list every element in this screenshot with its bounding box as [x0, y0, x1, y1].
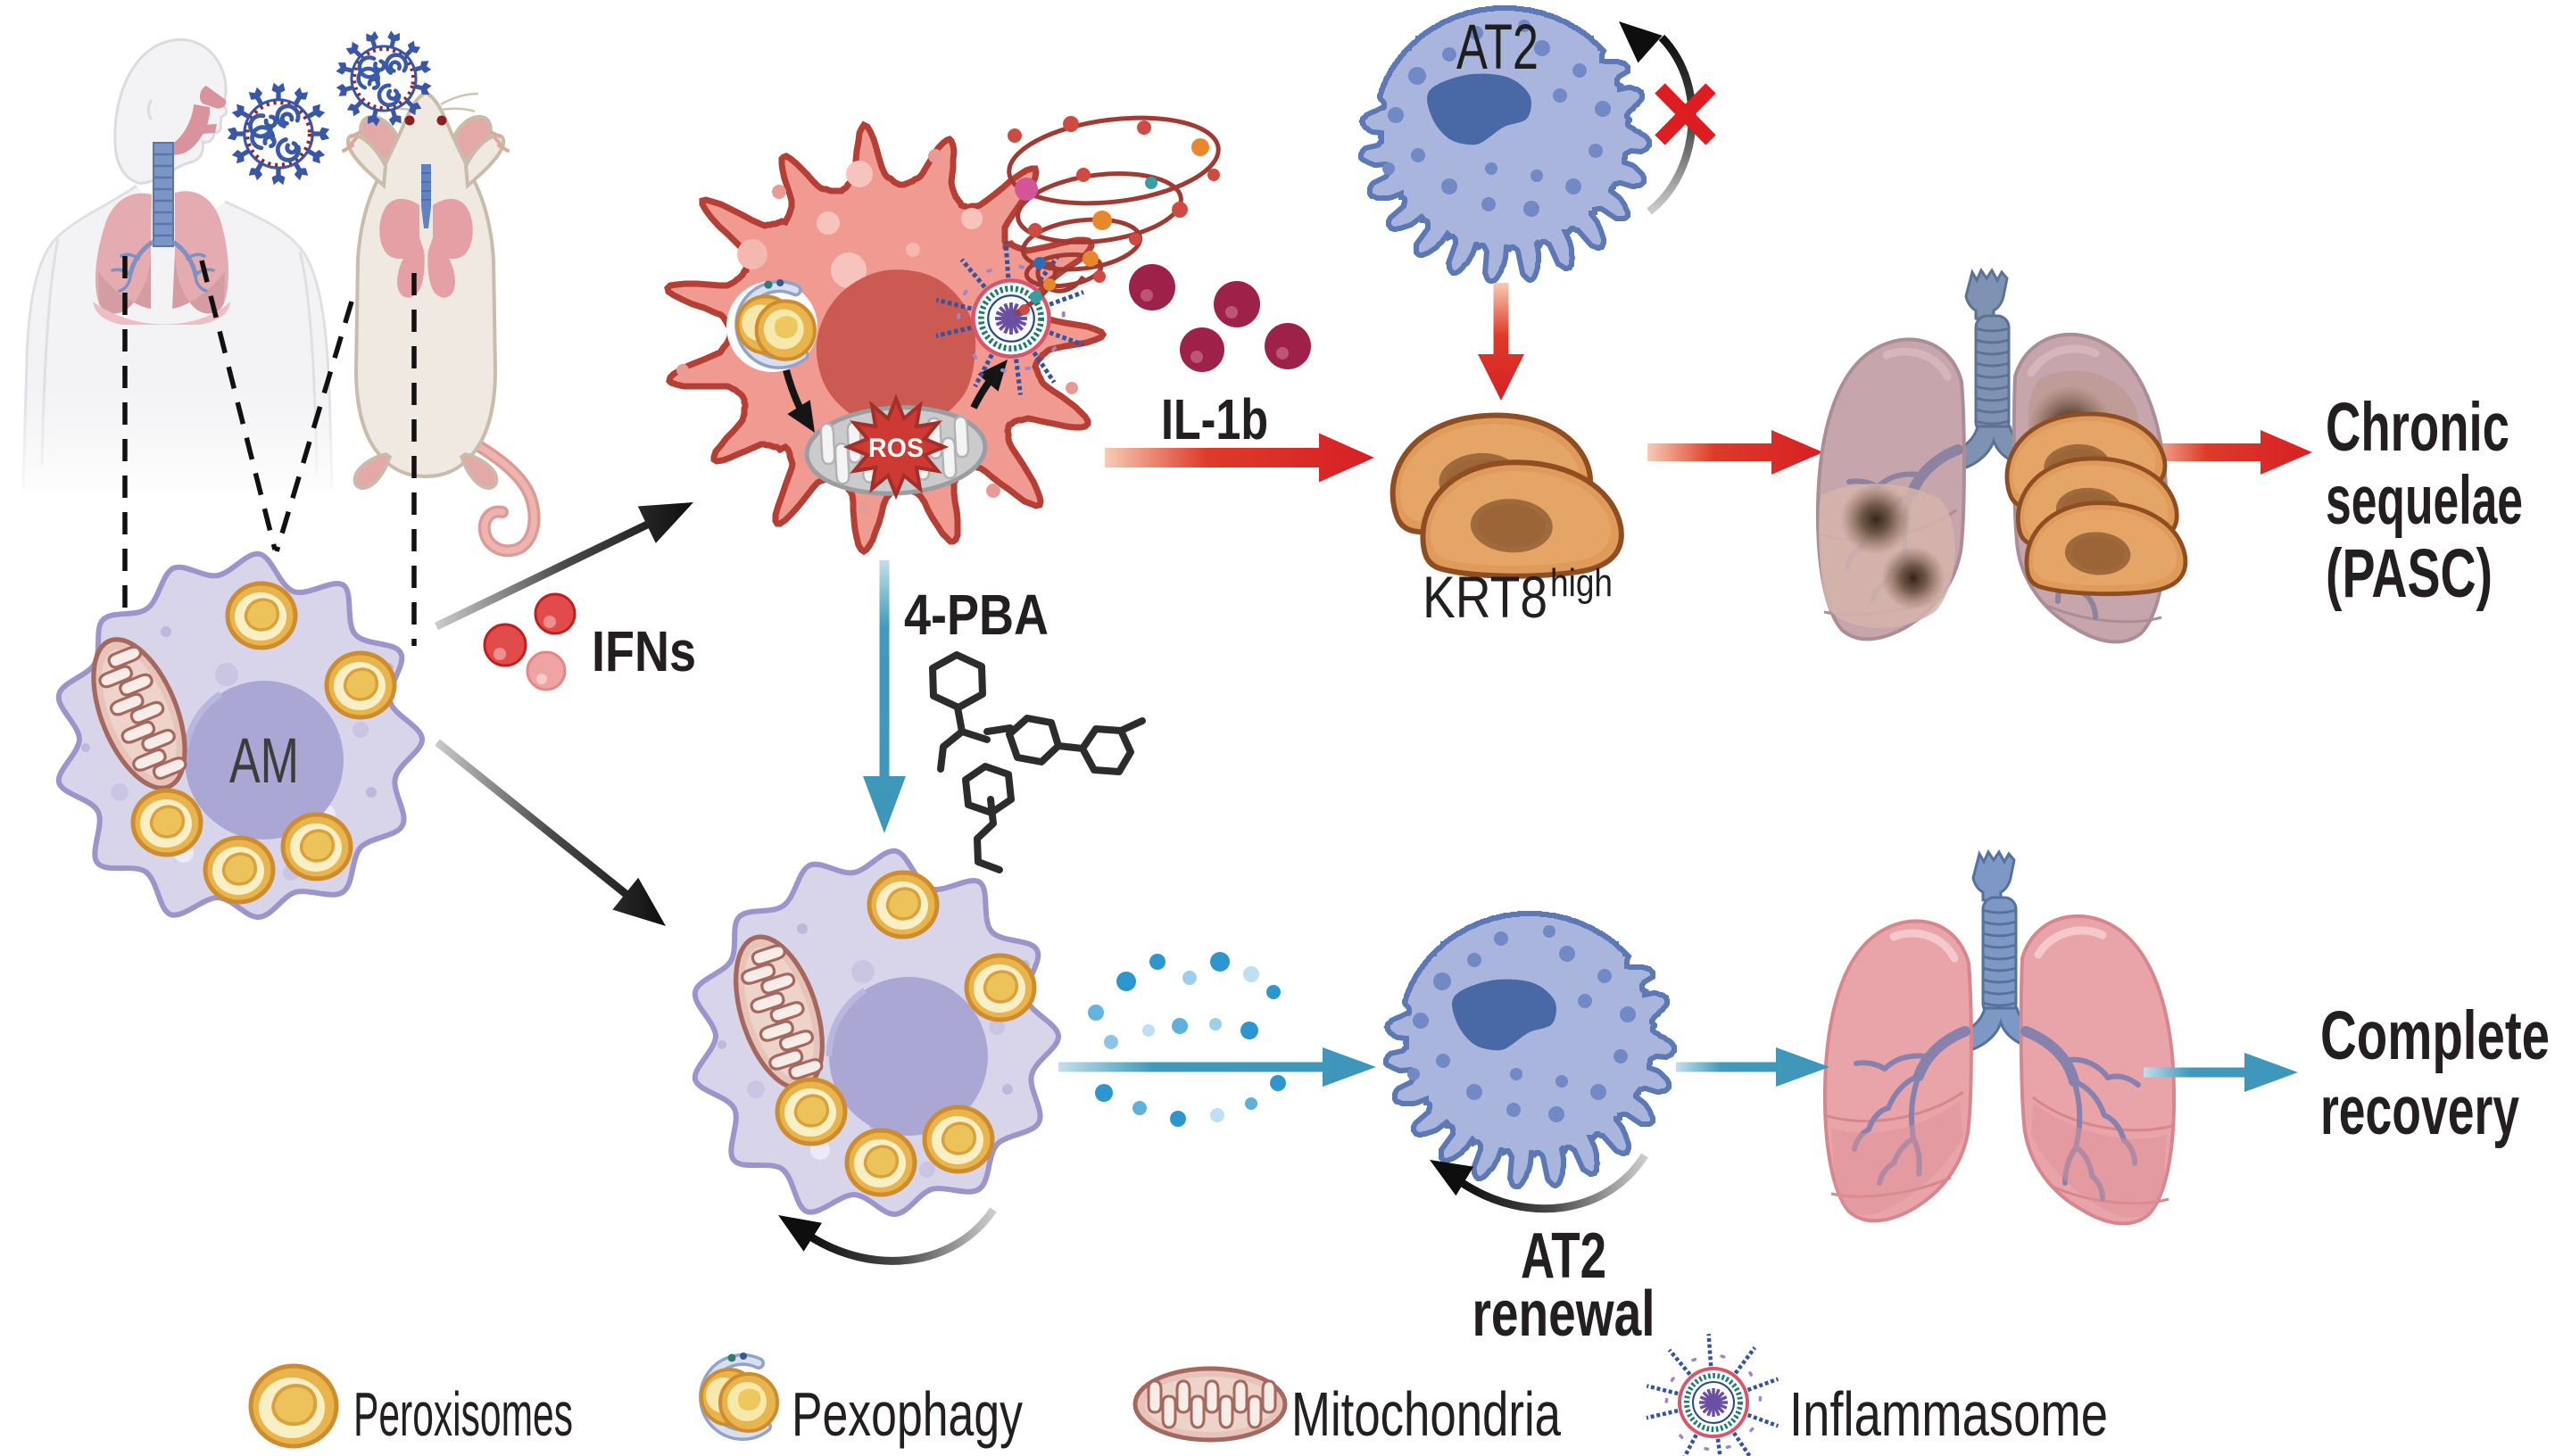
- svg-text:Complete: Complete: [2320, 997, 2550, 1074]
- svg-text:Pexophagy: Pexophagy: [792, 1379, 1023, 1449]
- svg-text:renewal: renewal: [1472, 1278, 1655, 1350]
- svg-text:Chronic: Chronic: [2326, 389, 2509, 466]
- svg-text:recovery: recovery: [2320, 1072, 2519, 1149]
- svg-text:(PASC): (PASC): [2326, 535, 2493, 612]
- svg-text:sequelae: sequelae: [2326, 462, 2523, 539]
- svg-text:4-PBA: 4-PBA: [904, 583, 1049, 647]
- svg-text:Mitochondria: Mitochondria: [1291, 1379, 1561, 1449]
- svg-text:AM: AM: [229, 726, 299, 797]
- svg-text:AT2: AT2: [1521, 1220, 1606, 1292]
- svg-text:Peroxisomes: Peroxisomes: [353, 1379, 573, 1449]
- svg-text:ROS: ROS: [868, 434, 924, 463]
- svg-text:KRT8: KRT8: [1423, 564, 1547, 630]
- svg-text:IL-1b: IL-1b: [1161, 387, 1268, 451]
- svg-text:IFNs: IFNs: [592, 619, 696, 683]
- svg-text:high: high: [1550, 561, 1613, 605]
- svg-text:AT2: AT2: [1456, 12, 1539, 83]
- svg-text:Inflammasome: Inflammasome: [1789, 1379, 2108, 1449]
